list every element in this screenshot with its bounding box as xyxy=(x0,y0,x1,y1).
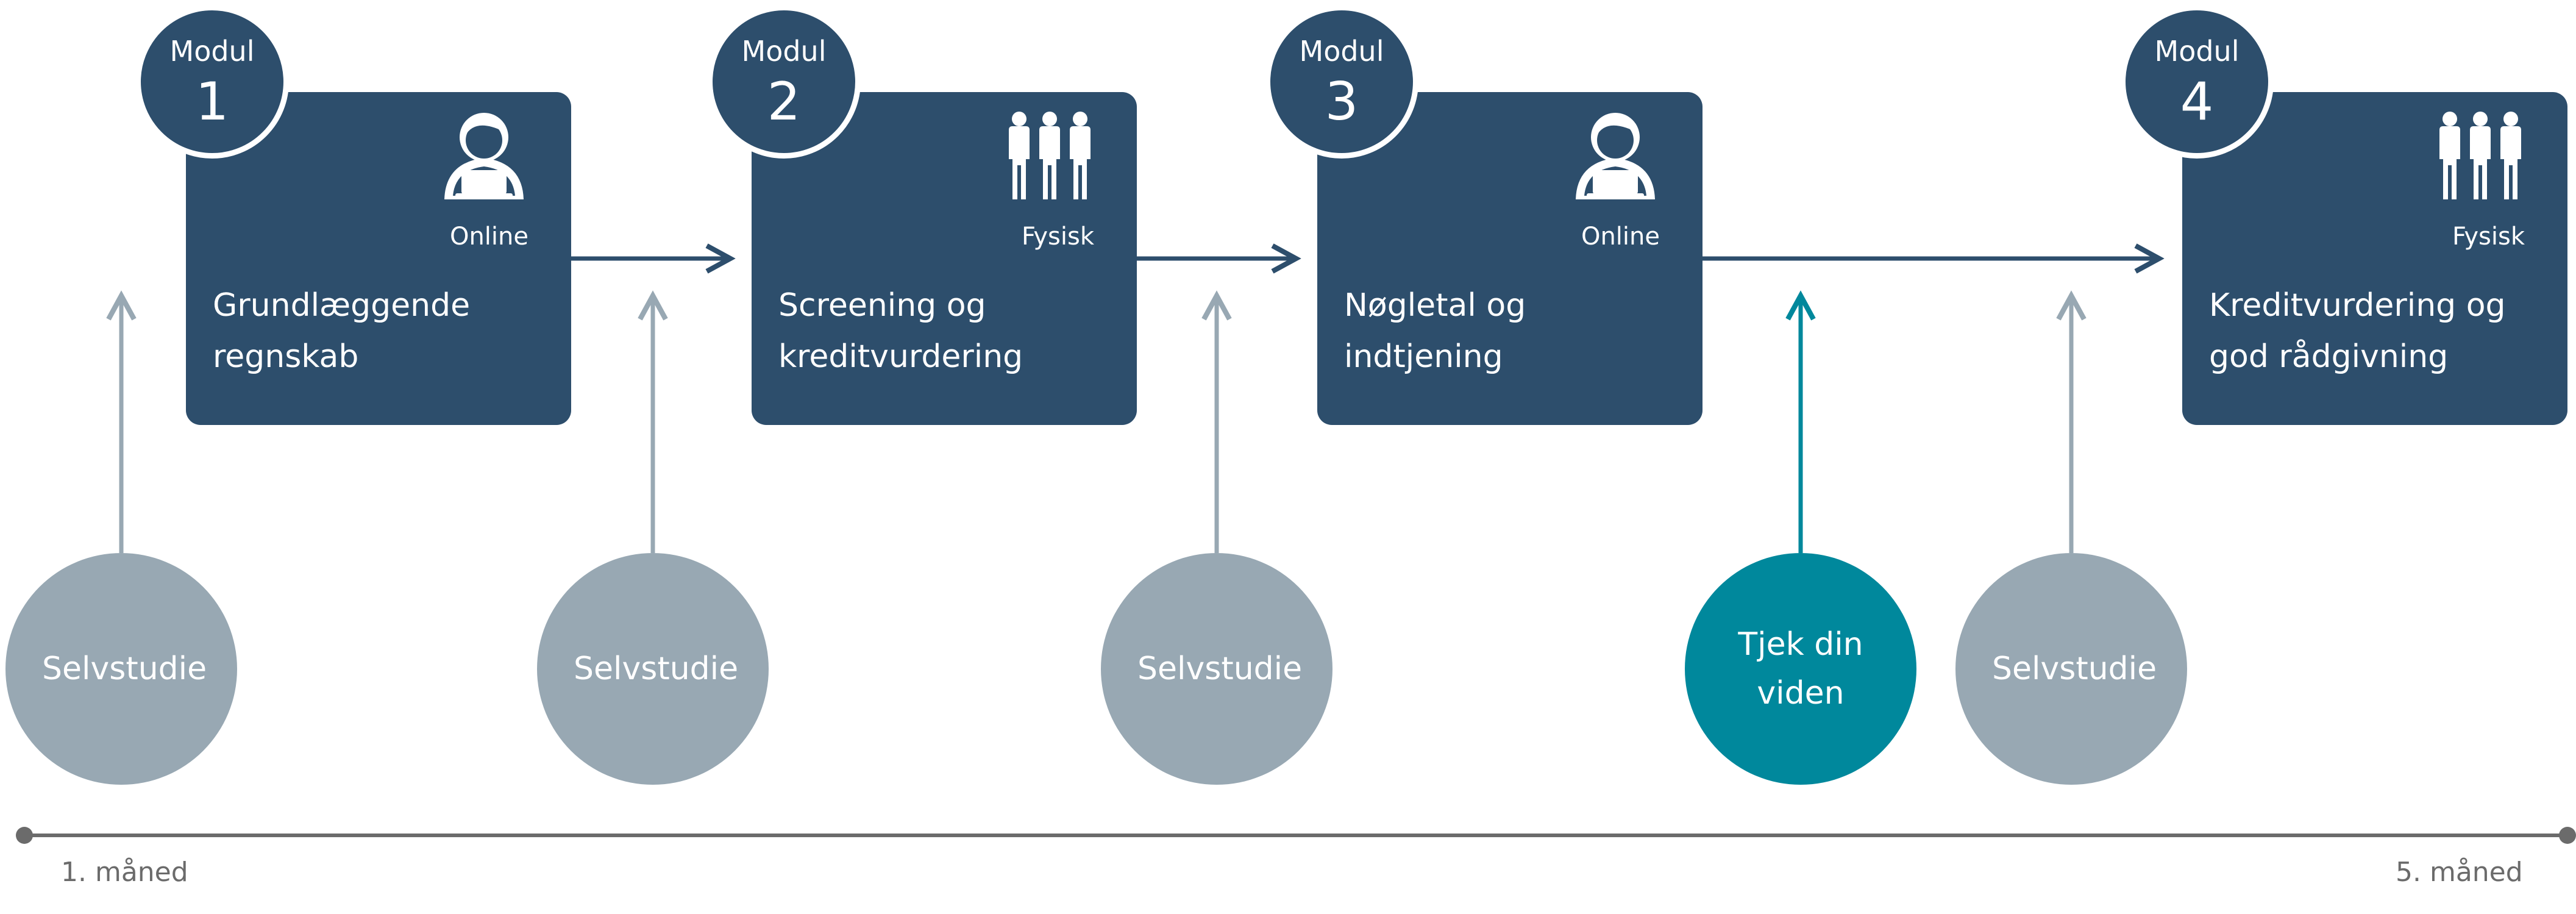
module-badge-1: Modul 1 xyxy=(135,5,289,159)
timeline-end-label: 5. måned xyxy=(2396,857,2523,888)
person-laptop-icon xyxy=(1576,113,1655,199)
badge-number: 3 xyxy=(1325,71,1359,132)
module-card-4: Fysisk Kreditvurdering og god rådgivning xyxy=(2182,92,2567,425)
activity-label: Tjek din viden xyxy=(1738,626,1863,712)
module-title: Nøgletal og indtjening xyxy=(1344,287,1526,375)
module-card-3: Online Nøgletal og indtjening xyxy=(1317,92,1703,425)
activity-label: Selvstudie xyxy=(1137,651,1303,687)
timeline-start-dot xyxy=(16,827,33,844)
self-study-circle: Selvstudie xyxy=(5,553,237,785)
timeline-start-label: 1. måned xyxy=(61,857,188,888)
badge-word: Modul xyxy=(741,35,827,68)
people-group-icon xyxy=(2439,112,2521,199)
badge-word: Modul xyxy=(2154,35,2240,68)
self-study-circle: Selvstudie xyxy=(537,553,769,785)
timeline-end-dot xyxy=(2559,827,2576,844)
badge-number: 2 xyxy=(767,71,801,132)
badge-word: Modul xyxy=(169,35,255,68)
module-title: Screening og kreditvurdering xyxy=(778,287,1023,375)
badge-number: 1 xyxy=(195,71,229,132)
check-knowledge-circle: Tjek din viden xyxy=(1685,553,1916,785)
module-badge-2: Modul 2 xyxy=(707,5,861,159)
mode-label: Fysisk xyxy=(1022,223,1094,251)
module-title: Grundlæggende regnskab xyxy=(213,287,471,375)
self-study-circle: Selvstudie xyxy=(1955,553,2187,785)
module-title: Kreditvurdering og god rådgivning xyxy=(2209,287,2506,375)
module-badge-3: Modul 3 xyxy=(1265,5,1418,159)
activity-label: Selvstudie xyxy=(574,651,739,687)
activity-label: Selvstudie xyxy=(1992,651,2157,687)
mode-label: Online xyxy=(449,223,528,251)
people-group-icon xyxy=(1009,112,1091,199)
person-laptop-icon xyxy=(444,113,524,199)
self-study-circle: Selvstudie xyxy=(1101,553,1332,785)
module-badge-4: Modul 4 xyxy=(2120,5,2274,159)
badge-word: Modul xyxy=(1299,35,1384,68)
mode-label: Online xyxy=(1581,223,1660,251)
mode-label: Fysisk xyxy=(2452,223,2525,251)
badge-number: 4 xyxy=(2180,71,2214,132)
activity-label: Selvstudie xyxy=(42,651,207,687)
